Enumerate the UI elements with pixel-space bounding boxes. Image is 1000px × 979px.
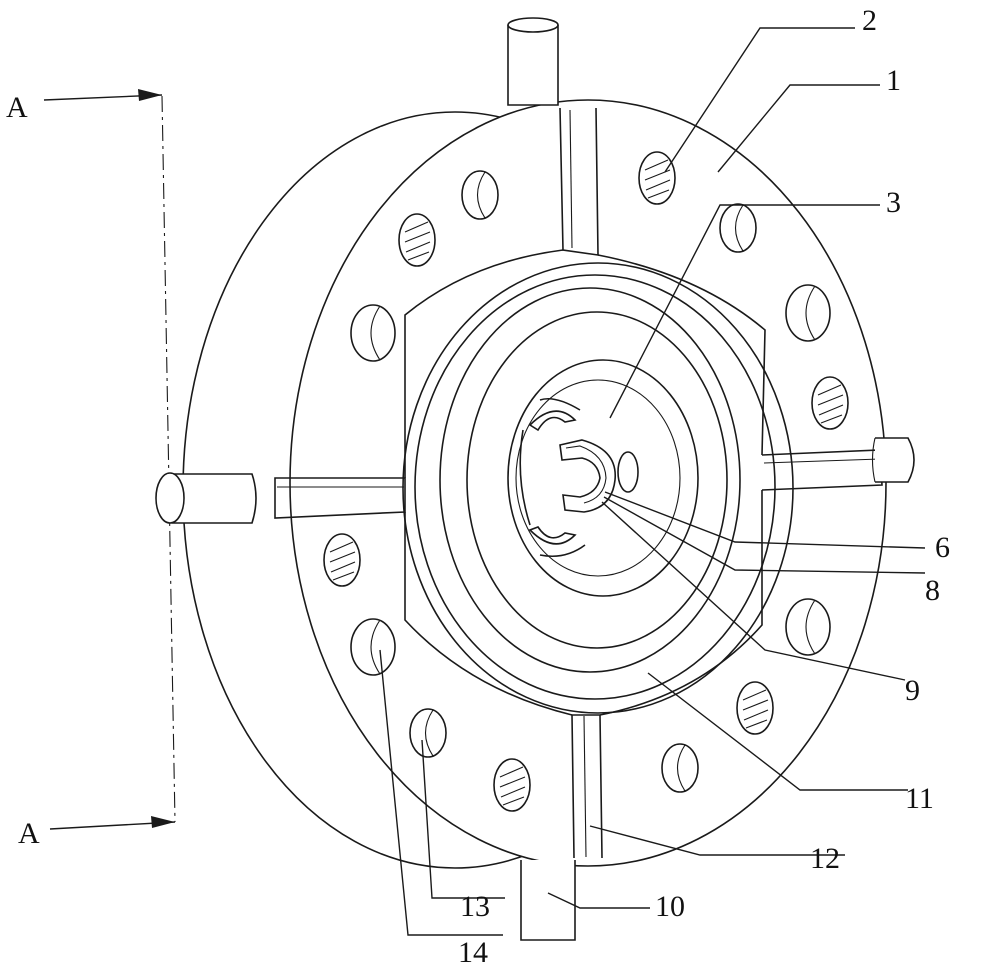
threaded-hole [811,376,849,430]
center-insert [519,397,639,558]
label-part-3: 3 [886,186,901,219]
plain-hole [350,304,396,362]
section-label-top: A [6,91,28,124]
label-part-14: 14 [458,936,488,969]
plain-hole [785,598,831,656]
label-part-12: 12 [810,842,840,875]
plain-hole [461,170,499,220]
label-part-11: 11 [905,782,934,815]
plain-hole [785,284,831,342]
label-part-1: 1 [886,64,901,97]
label-part-6: 6 [935,531,950,564]
section-line-a-a: A A [6,89,176,850]
plain-hole [661,743,699,793]
pin-bottom [520,860,576,941]
label-part-8: 8 [925,574,940,607]
front-flange-outline [289,99,887,867]
pin-top [507,17,559,106]
plain-hole [350,618,396,676]
threaded-hole [323,533,361,587]
plain-hole [719,203,757,253]
label-part-10: 10 [655,890,685,923]
label-part-13: 13 [460,890,490,923]
part-labels: 2 1 3 6 8 9 11 12 10 13 14 [458,4,950,969]
pin-left [155,472,257,524]
center-rings [402,262,794,714]
threaded-hole [736,681,774,735]
bolt-holes [323,151,849,812]
label-part-9: 9 [905,674,920,707]
threaded-hole [638,151,676,205]
label-part-2: 2 [862,4,877,37]
leader-lines [379,27,926,936]
threaded-hole [493,758,531,812]
plain-hole [409,708,447,758]
threaded-hole [398,213,436,267]
pin-right [871,437,915,483]
section-label-bottom: A [18,817,40,850]
flange-shoulder [404,249,766,716]
